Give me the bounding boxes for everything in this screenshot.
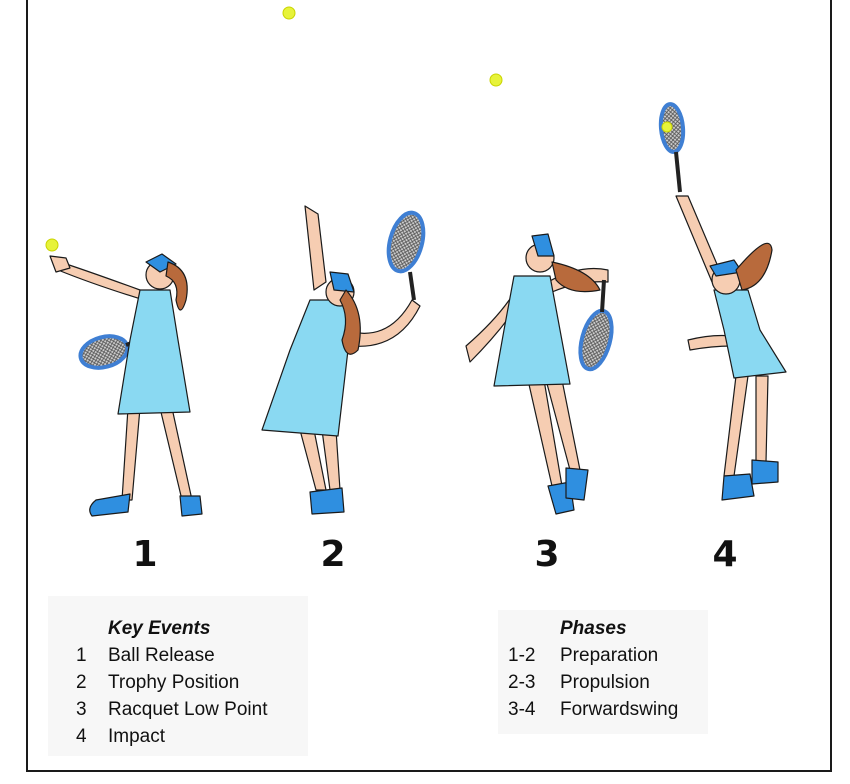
- player-figure-2: [261, 205, 426, 515]
- phase-row: 3-4 Forwardswing: [508, 696, 678, 723]
- phase-id: 3-4: [508, 699, 536, 720]
- phase-label: Preparation: [560, 645, 659, 666]
- ball-icon: [45, 238, 59, 252]
- stage-number-1: 1: [132, 534, 158, 575]
- key-event-id: 1: [76, 645, 87, 666]
- key-event-row: 3 Racquet Low Point: [76, 696, 268, 723]
- key-event-label: Racquet Low Point: [108, 699, 268, 720]
- ball-icon: [489, 73, 503, 87]
- stage-number-4: 4: [712, 534, 738, 575]
- key-event-label: Impact: [108, 726, 166, 747]
- stage-number-2: 2: [320, 534, 346, 575]
- key-event-row: 1 Ball Release: [76, 642, 268, 669]
- phase-id: 2-3: [508, 672, 536, 693]
- player-figure-4: [658, 102, 787, 501]
- key-event-id: 2: [76, 672, 87, 693]
- ball-icon: [282, 6, 296, 20]
- phases-title: Phases: [560, 618, 627, 639]
- phases-legend: Phases 1-2 Preparation 2-3 Propulsion 3-4 F…: [498, 610, 708, 734]
- key-event-label: Trophy Position: [108, 672, 240, 693]
- phase-row: 2-3 Propulsion: [508, 669, 678, 696]
- stage-number-3: 3: [534, 534, 560, 575]
- key-event-id: 3: [76, 699, 87, 720]
- key-event-label: Ball Release: [108, 645, 215, 666]
- phase-row: 1-2 Preparation: [508, 642, 678, 669]
- phase-label: Propulsion: [560, 672, 650, 693]
- key-event-id: 4: [76, 726, 87, 747]
- key-event-row: 4 Impact: [76, 723, 268, 750]
- key-event-row: 2 Trophy Position: [76, 669, 268, 696]
- phase-id: 1-2: [508, 645, 536, 666]
- phase-label: Forwardswing: [560, 699, 679, 720]
- key-events-legend: Key Events 1 Ball Release 2 Trophy Positio…: [48, 596, 308, 756]
- player-figure-3: [465, 233, 614, 515]
- player-figure-1: [49, 253, 203, 517]
- key-events-title: Key Events: [108, 618, 211, 639]
